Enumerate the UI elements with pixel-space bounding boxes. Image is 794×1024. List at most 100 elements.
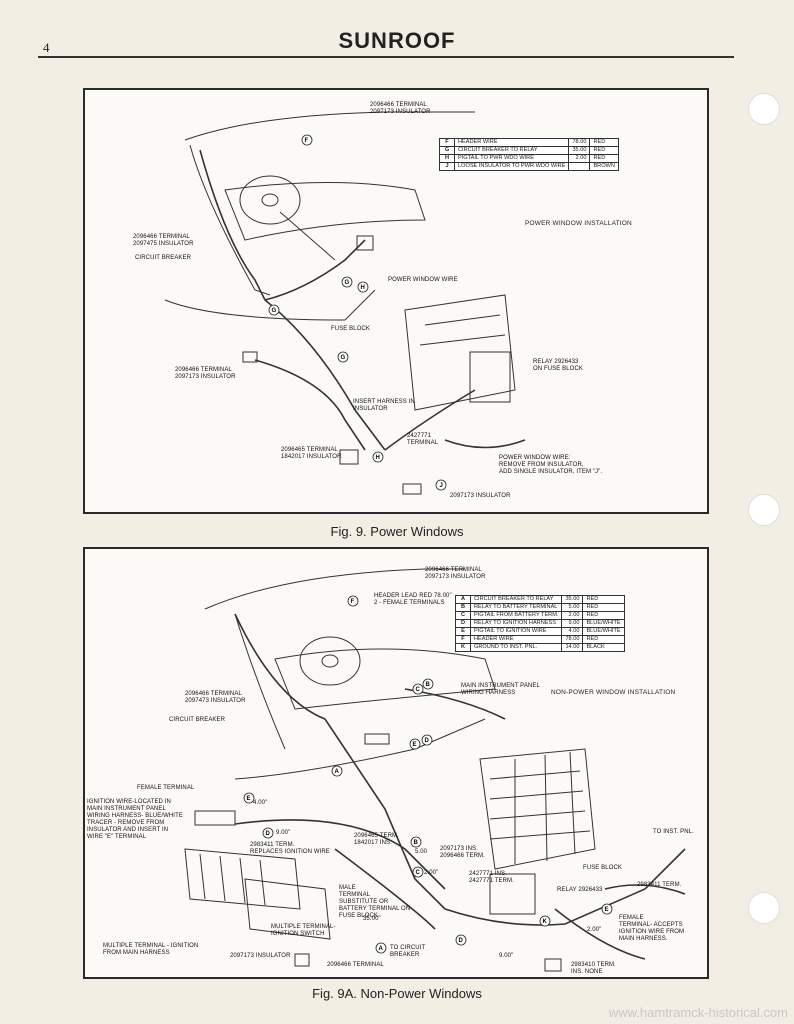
fig9a-legend-desc: CIRCUIT BREAKER TO RELAY	[469, 595, 563, 604]
fig9-label-2096465: 2096465 TERMINAL 1842017 INSULATOR	[281, 447, 342, 460]
fig9-subtitle: POWER WINDOW INSTALLATION	[525, 220, 632, 227]
fig9a-label-to-inst-pnl: TO INST. PNL.	[653, 829, 694, 835]
fig9a-label-male-terminal: MALE TERMINAL SUBSTITUTE OR BATTERY TERM…	[339, 885, 411, 919]
fig9a-legend-length: 5.00	[561, 603, 584, 612]
fig9a-label-len-c: 2.00"	[424, 870, 439, 876]
fig9a-label-len-b: 5.00	[415, 849, 428, 855]
fig9a-label-len-2: 2.00"	[587, 927, 602, 933]
fig9-legend-color: RED	[589, 154, 619, 163]
fig9a-label-multiple-ignition: MULTIPLE TERMINAL - IGNITION FROM MAIN H…	[103, 943, 199, 956]
svg-text:J: J	[440, 483, 443, 489]
fig9a-legend-color: BLACK	[582, 643, 625, 652]
svg-text:G: G	[345, 280, 350, 286]
fig9a-label-2096465: 2096465 TERM. 1842017 INS.	[354, 833, 399, 846]
svg-text:G: G	[272, 308, 277, 314]
fig9a-legend-color: RED	[582, 635, 625, 644]
fig9a-label-left-terminal: 2096466 TERMINAL 2097473 INSULATOR	[185, 691, 246, 704]
fig9-legend-desc: CIRCUIT BREAKER TO RELAY	[453, 146, 570, 155]
fig9a-label-2096466: 2096466 TERMINAL	[327, 962, 384, 968]
fig9a-legend-desc: RELAY TO BATTERY TERMINAL	[469, 603, 563, 612]
fig9-label-fuse-block: FUSE BLOCK	[331, 326, 371, 332]
svg-text:D: D	[425, 738, 430, 744]
fig9a-label-female-terminal: FEMALE TERMINAL	[137, 785, 195, 791]
fig9-legend-length: 2.00	[568, 154, 591, 163]
fig9a-legend-desc: HEADER WIRE	[469, 635, 563, 644]
fig9a-legend-desc: RELAY TO IGNITION HARNESS	[469, 619, 563, 628]
fig9-legend-length: 78.00	[568, 138, 591, 147]
svg-text:H: H	[376, 455, 380, 461]
fig9a-legend-desc: PIGTAIL TO IGNITION WIRE	[469, 627, 563, 636]
fig9-legend-desc: HEADER WIRE	[453, 138, 570, 147]
fig9a-label-2983410: 2983410 TERM. INS. NONE	[571, 962, 616, 975]
fig9a-legend-letter: B	[455, 603, 471, 612]
fig9a-legend-letter: D	[455, 619, 471, 628]
fig9a-legend-length: 2.00	[561, 611, 584, 620]
fig9a-legend-length: 14.00	[561, 643, 584, 652]
fig9-legend-color: BROWN	[589, 162, 619, 171]
fig9a-label-insulator: 2097173 INSULATOR	[230, 953, 291, 959]
fig9a-label-main-harness: MAIN INSTRUMENT PANEL WIRING HARNESS	[461, 683, 540, 696]
fig9a-legend-color: BLUE/WHITE	[582, 627, 625, 636]
fig9a-legend-letter: A	[455, 595, 471, 604]
fig9a-label-fuse-block: FUSE BLOCK	[583, 865, 623, 871]
svg-text:A: A	[379, 946, 384, 952]
power-window-diagram: F G H G G H J	[164, 111, 526, 495]
fig9a-legend-letter: E	[455, 627, 471, 636]
fig9a-legend-length: 35.00	[561, 595, 584, 604]
fig9-legend-letter: H	[439, 154, 455, 163]
fig9a-legend-desc: PIGTAIL FROM BATTERY TERM.	[469, 611, 563, 620]
fig9a-caption: Fig. 9A. Non-Power Windows	[312, 986, 482, 1001]
fig9-label-insert-harness: INSERT HARNESS IN INSULATOR	[353, 399, 415, 412]
svg-text:C: C	[416, 870, 421, 876]
fig9a-legend-letter: C	[455, 611, 471, 620]
svg-text:B: B	[426, 682, 431, 688]
fig9a-label-len-a: 35.00"	[363, 916, 381, 922]
punch-hole-middle	[748, 494, 780, 526]
fig9-label-insulator: 2097173 INSULATOR	[450, 493, 511, 499]
fig9-label-top-terminal: 2096466 TERMINAL 2097173 INSULATOR	[370, 102, 431, 115]
fig9a-legend-color: BLUE/WHITE	[582, 619, 625, 628]
fig9a-label-top-terminal: 2096466 TERMINAL 2097173 INSULATOR	[425, 567, 486, 580]
fig9-legend-letter: G	[439, 146, 455, 155]
fig9-legend-desc: LOOSE INSULATOR TO PWR WDO WIRE	[453, 162, 570, 171]
title-rule	[38, 56, 734, 58]
svg-text:H: H	[361, 285, 365, 291]
fig9-caption: Fig. 9. Power Windows	[330, 524, 464, 539]
fig9a-legend-length: 9.00	[561, 619, 584, 628]
fig9a-label-relay: RELAY 2926433	[557, 887, 603, 893]
fig9-label-lower-terminal: 2096466 TERMINAL 2097173 INSULATOR	[175, 367, 236, 380]
fig9-label-circuit-breaker: CIRCUIT BREAKER	[135, 255, 192, 261]
fig9a-subtitle: NON-POWER WINDOW INSTALLATION	[551, 689, 676, 696]
fig9-legend-length	[568, 162, 591, 171]
fig9a-label-circuit-breaker: CIRCUIT BREAKER	[169, 717, 226, 723]
fig9-label-power-window-wire: POWER WINDOW WIRE	[388, 277, 458, 283]
fig9-legend-color: RED	[589, 146, 619, 155]
fig9-legend-color: RED	[589, 138, 619, 147]
fig9a-legend-letter: F	[455, 635, 471, 644]
fig9a-legend-color: RED	[582, 603, 625, 612]
punch-hole-bottom	[748, 892, 780, 924]
svg-text:D: D	[459, 938, 464, 944]
fig9a-label-ignition-wire: IGNITION WIRE-LOCATED IN MAIN INSTRUMENT…	[87, 799, 183, 840]
fig9a-label-2427771: 2427771 INS. 2427771 TERM.	[469, 871, 514, 884]
fig9-label-pw-wire-remove: POWER WINDOW WIRE: REMOVE FROM INSULATOR…	[499, 455, 603, 475]
svg-text:B: B	[414, 840, 419, 846]
fig9a-label-female-accepts: FEMALE TERMINAL- ACCEPTS IGNITION WIRE F…	[619, 915, 685, 942]
fig9a-label-header-lead: HEADER LEAD RED 78.00" 2 - FEMALE TERMIN…	[374, 593, 452, 606]
fig9a-label-2097173: 2097173 INS. 2096466 TERM.	[440, 846, 485, 859]
svg-text:D: D	[266, 831, 271, 837]
fig9a-legend-length: 78.00	[561, 635, 584, 644]
fig9a-legend-color: RED	[582, 595, 625, 604]
fig9a-label-multiple-terminal: MULTIPLE TERMINAL- IGNITION SWITCH	[271, 924, 336, 937]
fig9-label-left-terminal: 2096466 TERMINAL 2097475 INSULATOR	[133, 234, 194, 247]
